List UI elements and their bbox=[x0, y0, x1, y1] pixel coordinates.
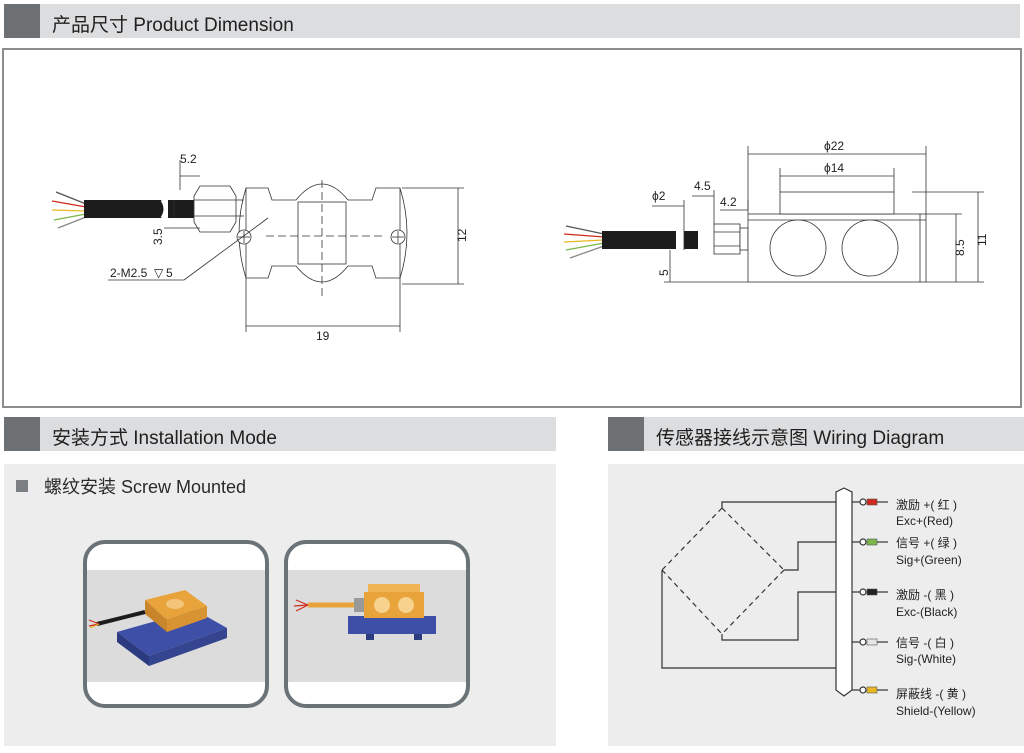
dim-left-width: 19 bbox=[316, 329, 330, 343]
dim-cable-offset: 5.2 bbox=[180, 152, 197, 166]
left-view-body bbox=[245, 183, 401, 283]
dim-outer-dia: ϕ22 bbox=[824, 139, 844, 153]
screw-mounted-label: 螺纹安装 Screw Mounted bbox=[44, 477, 247, 497]
wire-label-sig-plus-en: Sig+(Green) bbox=[896, 553, 962, 567]
product-dimension-title: 产品尺寸 Product Dimension bbox=[52, 15, 294, 36]
dim-left-height: 12 bbox=[455, 228, 469, 242]
hole-note: 2-M2.5 bbox=[110, 266, 148, 280]
wiring-panel: 激励 +( 红 ) Exc+(Red) 信号 +( 绿 ) Sig+(Green… bbox=[608, 464, 1024, 746]
wire-label-sig-plus-cn: 信号 +( 绿 ) bbox=[896, 536, 958, 550]
wire-label-sig-minus-en: Sig-(White) bbox=[896, 652, 957, 666]
dim-cable-height: 3.5 bbox=[151, 228, 165, 245]
installation-panel: 螺纹安装 Screw Mounted bbox=[4, 464, 556, 746]
installation-mode-title: 安装方式 Installation Mode bbox=[52, 428, 277, 449]
sensor-mount-render-2 bbox=[293, 584, 436, 640]
wire-label-shield-cn: 屏蔽线 -( 黄 ) bbox=[896, 687, 966, 701]
terminals bbox=[859, 498, 888, 694]
terminal-strip bbox=[835, 487, 853, 697]
dim-cable-dia: ϕ2 bbox=[652, 189, 666, 203]
header-marker bbox=[4, 417, 40, 451]
wire-label-exc-plus-en: Exc+(Red) bbox=[896, 514, 954, 528]
header-marker bbox=[4, 4, 40, 38]
wire-label-exc-plus-cn: 激励 +( 红 ) bbox=[896, 498, 958, 512]
install-image-card-2 bbox=[284, 540, 470, 708]
install-image-card-1 bbox=[83, 540, 269, 708]
wire-label-exc-minus-cn: 激励 -( 黑 ) bbox=[896, 588, 954, 602]
wiring-diagram-header: 传感器接线示意图 Wiring Diagram bbox=[608, 417, 1024, 451]
right-cable bbox=[602, 231, 676, 249]
dimension-drawing-panel: 5.2 3.5 12 19 2-M2.5 ▽ 5 ϕ22 ϕ14 ϕ2 4.5 … bbox=[2, 48, 1022, 408]
installation-mode-header: 安装方式 Installation Mode bbox=[4, 417, 556, 451]
wire-label-shield-en: Shield-(Yellow) bbox=[896, 704, 976, 718]
wire-label-sig-minus-cn: 信号 -( 白 ) bbox=[896, 636, 954, 650]
dim-base-height: 5 bbox=[657, 269, 671, 276]
left-cable bbox=[84, 200, 164, 218]
bullet-square bbox=[16, 480, 28, 492]
dimension-drawing: 5.2 3.5 12 19 2-M2.5 ▽ 5 ϕ22 ϕ14 ϕ2 4.5 … bbox=[51, 139, 989, 343]
right-view-wires bbox=[563, 225, 605, 259]
dim-thread-length: 4.2 bbox=[720, 195, 737, 209]
wiring-diagram-title: 传感器接线示意图 Wiring Diagram bbox=[656, 428, 945, 449]
hole-depth: 5 bbox=[166, 266, 173, 280]
dim-inner-dia: ϕ14 bbox=[824, 161, 844, 175]
dim-total-height: 11 bbox=[975, 233, 989, 246]
dim-nut-length: 4.5 bbox=[694, 179, 711, 193]
header-marker bbox=[608, 417, 644, 451]
wiring-schematic bbox=[661, 487, 888, 697]
left-view-wires bbox=[51, 191, 87, 229]
hole-depth-symbol: ▽ bbox=[154, 266, 164, 280]
product-dimension-header: 产品尺寸 Product Dimension bbox=[4, 4, 1020, 38]
bridge-diamond bbox=[661, 507, 785, 635]
wire-label-exc-minus-en: Exc-(Black) bbox=[896, 605, 958, 619]
sensor-mount-render-1 bbox=[88, 590, 227, 666]
dim-body-height: 8.5 bbox=[953, 239, 967, 256]
